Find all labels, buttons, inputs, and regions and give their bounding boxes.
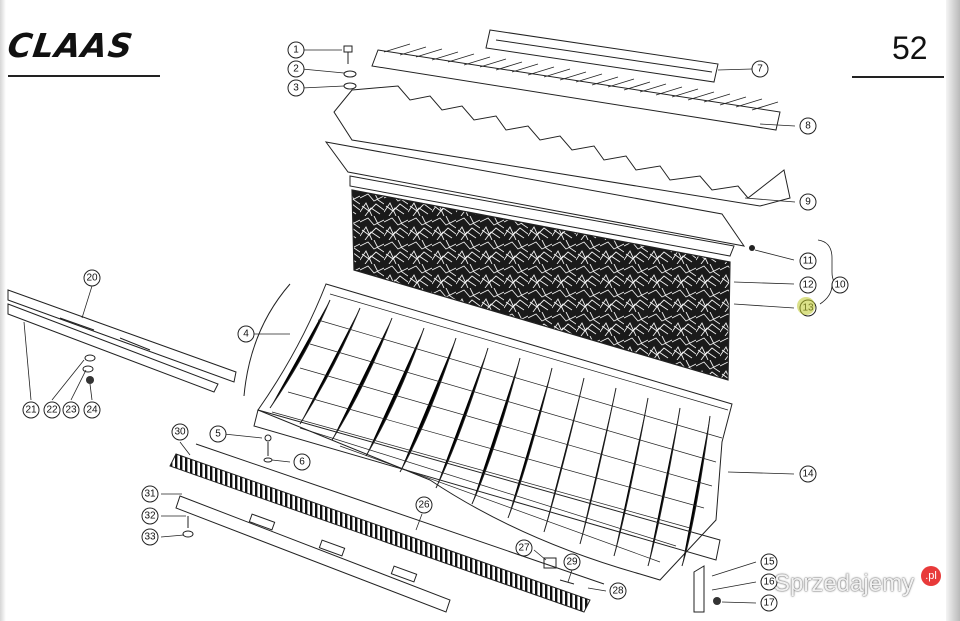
svg-text:32: 32 xyxy=(144,511,156,522)
callout-31: 31 xyxy=(141,485,159,503)
part-26-toothed-bar xyxy=(169,443,605,613)
part-22-24-hardware xyxy=(82,354,96,384)
svg-text:26: 26 xyxy=(418,500,430,511)
svg-text:6: 6 xyxy=(299,457,305,468)
callout-6: 6 xyxy=(293,453,311,471)
part-13-mat-panel xyxy=(351,189,731,381)
brand-underline xyxy=(8,75,160,77)
callout-17: 17 xyxy=(760,594,778,612)
page-number-underline xyxy=(852,76,944,78)
callout-24: 24 xyxy=(83,401,101,419)
callout-2: 2 xyxy=(287,60,305,78)
part-14-concave xyxy=(253,283,733,581)
callout-21: 21 xyxy=(22,401,40,419)
svg-text:21: 21 xyxy=(25,405,37,416)
callout-22: 22 xyxy=(43,401,61,419)
svg-text:22: 22 xyxy=(46,405,58,416)
scan-edge-left xyxy=(0,0,6,621)
part-12-clamp-strip xyxy=(324,141,755,257)
part-7-cover-strip xyxy=(485,29,719,83)
part-15-17-side-plate xyxy=(693,565,721,613)
callout-12: 12 xyxy=(799,276,817,294)
callout-33: 33 xyxy=(141,528,159,546)
svg-text:2: 2 xyxy=(293,64,299,75)
part-8-finger-grate xyxy=(371,43,781,131)
svg-text:5: 5 xyxy=(215,429,221,440)
svg-text:20: 20 xyxy=(86,273,98,284)
svg-text:1: 1 xyxy=(293,45,299,56)
svg-text:15: 15 xyxy=(763,557,775,568)
callout-3: 3 xyxy=(287,79,305,97)
svg-text:33: 33 xyxy=(144,532,156,543)
svg-text:31: 31 xyxy=(144,489,156,500)
callout-7: 7 xyxy=(751,60,769,78)
callout-20: 20 xyxy=(83,269,101,287)
callout-1: 1 xyxy=(287,41,305,59)
svg-text:4: 4 xyxy=(243,329,249,340)
svg-text:7: 7 xyxy=(757,64,763,75)
svg-text:11: 11 xyxy=(803,256,814,267)
scan-edge-right xyxy=(946,0,960,621)
leader-lines xyxy=(23,49,841,604)
svg-text:24: 24 xyxy=(86,405,98,416)
svg-text:8: 8 xyxy=(805,121,811,132)
watermark-badge: .pl xyxy=(921,566,941,586)
callout-14: 14 xyxy=(799,465,817,483)
callout-9: 9 xyxy=(799,193,817,211)
svg-text:16: 16 xyxy=(763,577,775,588)
svg-text:29: 29 xyxy=(566,557,578,568)
callout-29: 29 xyxy=(563,553,581,571)
svg-text:3: 3 xyxy=(293,83,299,94)
svg-text:9: 9 xyxy=(805,197,811,208)
svg-text:14: 14 xyxy=(802,469,814,480)
callout-32: 32 xyxy=(141,507,159,525)
callout-16: 16 xyxy=(760,573,778,591)
callout-28: 28 xyxy=(609,582,627,600)
callout-15: 15 xyxy=(760,553,778,571)
callout-27: 27 xyxy=(515,539,533,557)
callout-26: 26 xyxy=(415,496,433,514)
part-20-rails xyxy=(7,289,237,393)
watermark-text: Sprzedajemy xyxy=(774,570,915,597)
part-9-slotted-plate xyxy=(333,85,791,207)
callout-5: 5 xyxy=(209,425,227,443)
svg-text:12: 12 xyxy=(802,280,814,291)
svg-text:28: 28 xyxy=(612,586,624,597)
callout-11: 11 xyxy=(799,252,817,270)
svg-text:27: 27 xyxy=(518,543,530,554)
callout-30: 30 xyxy=(171,423,189,441)
svg-text:30: 30 xyxy=(174,427,186,438)
part-4-arc xyxy=(243,283,291,397)
highlight-marker xyxy=(797,297,815,315)
svg-text:10: 10 xyxy=(834,280,846,291)
callout-23: 23 xyxy=(62,401,80,419)
callout-10: 10 xyxy=(831,276,849,294)
svg-text:17: 17 xyxy=(763,598,775,609)
callout-4: 4 xyxy=(237,325,255,343)
svg-text:23: 23 xyxy=(65,405,77,416)
callout-8: 8 xyxy=(799,117,817,135)
part-31-bracket xyxy=(175,495,451,613)
page-number: 52 xyxy=(892,30,928,66)
